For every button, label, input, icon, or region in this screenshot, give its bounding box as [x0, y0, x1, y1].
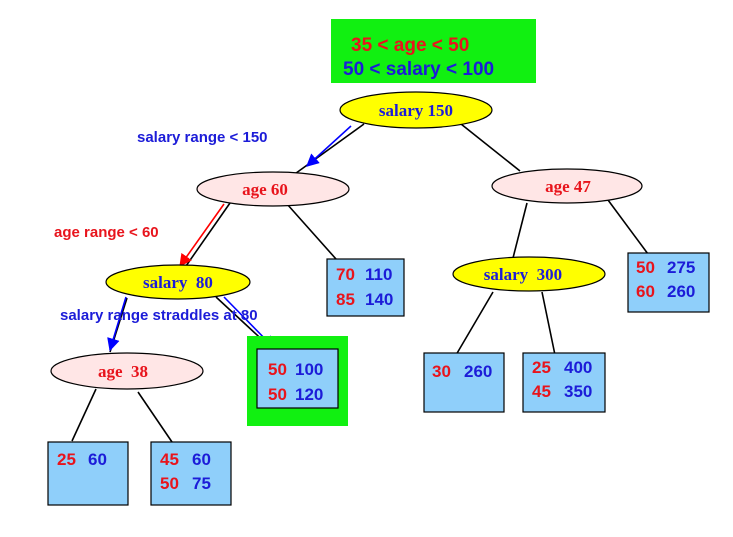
edge-age38-leaf45	[137, 391, 173, 443]
node-left-label: age 60	[242, 180, 288, 199]
annotation-age-range: age range < 60	[54, 224, 159, 241]
leaf-25-60-sal1: 60	[88, 450, 107, 469]
leaf-25-400-sal1: 400	[564, 358, 592, 377]
leaf-30-260-sal1: 260	[464, 362, 492, 381]
leaf-70-110-sal1: 110	[365, 265, 392, 284]
edge-left-leaf70	[286, 203, 337, 260]
node-root-ellipse	[339, 91, 493, 129]
leaf-45-60-box	[150, 441, 232, 506]
leaf-50-275-sal1: 275	[667, 258, 695, 277]
node-age38-label: age 38	[98, 362, 148, 381]
node-leftleft-label: salary 80	[143, 273, 213, 292]
query-salary-condition: 50 < salary < 100	[343, 59, 494, 80]
query-age-condition: 35 < age < 50	[351, 35, 469, 56]
node-right-label: age 47	[545, 177, 591, 196]
node-rightleft-ellipse	[452, 256, 606, 292]
leaf-50-100-age2: 50	[268, 385, 287, 404]
leaf-50-100-sal1: 100	[295, 360, 323, 379]
node-age38-ellipse	[50, 352, 204, 390]
leaf-50-100-box	[256, 348, 339, 409]
node-root-label: salary 150	[379, 101, 453, 120]
arrow-age-range	[179, 203, 225, 268]
leaf-50-275-age1: 50	[636, 258, 655, 277]
leaf-25-60-box	[47, 441, 129, 506]
node-right-ellipse	[491, 168, 643, 204]
edge-rightleft-leaf30	[455, 291, 494, 356]
leaf-45-60-age1: 45	[160, 450, 179, 469]
leaf-50-275-box	[627, 252, 710, 313]
tree-edges	[71, 123, 649, 443]
leaf-30-260-age1: 30	[432, 362, 451, 381]
leaf-45-60-sal2: 75	[192, 474, 211, 493]
leaf-50-100-age1: 50	[268, 360, 287, 379]
edge-age38-leaf25	[71, 388, 97, 442]
leaf-70-110-sal2: 140	[365, 290, 393, 309]
leaf-70-110-age1: 70	[336, 265, 355, 284]
node-left-ellipse	[196, 171, 350, 207]
leaf-70-110-age2: 85	[336, 290, 355, 309]
edge-root-left	[291, 123, 365, 177]
edge-left-leftleft	[185, 202, 231, 267]
leaf-25-400-box	[522, 352, 606, 413]
edge-rightleft-leaf25	[541, 291, 556, 356]
annotation-salary-range: salary range < 150	[137, 129, 268, 146]
leaf-50-275-age2: 60	[636, 282, 655, 301]
node-leftleft-ellipse	[105, 264, 251, 300]
annotation-straddles: salary range straddles at 80	[60, 307, 258, 324]
leaf-25-400-age1: 25	[532, 358, 551, 377]
edge-right-rightleft	[512, 202, 528, 259]
leaf-25-400-sal2: 350	[564, 382, 592, 401]
leaf-30-260-box	[423, 352, 505, 413]
node-rightleft-label: salary 300	[484, 265, 562, 284]
leaf-70-110-box	[326, 258, 405, 317]
leaf-25-60-age1: 25	[57, 450, 76, 469]
leaf-25-400-age2: 45	[532, 382, 551, 401]
arrow-straddle-left	[107, 296, 127, 352]
query-box	[331, 19, 536, 83]
leaf-45-60-sal1: 60	[192, 450, 211, 469]
edge-root-right	[460, 123, 521, 172]
leaf-50-100-sal2: 120	[295, 385, 323, 404]
edge-right-leaf50	[607, 199, 649, 255]
leaf-50-275-sal2: 260	[667, 282, 695, 301]
arrow-salary-range	[306, 125, 352, 167]
leaf-45-60-age2: 50	[160, 474, 179, 493]
